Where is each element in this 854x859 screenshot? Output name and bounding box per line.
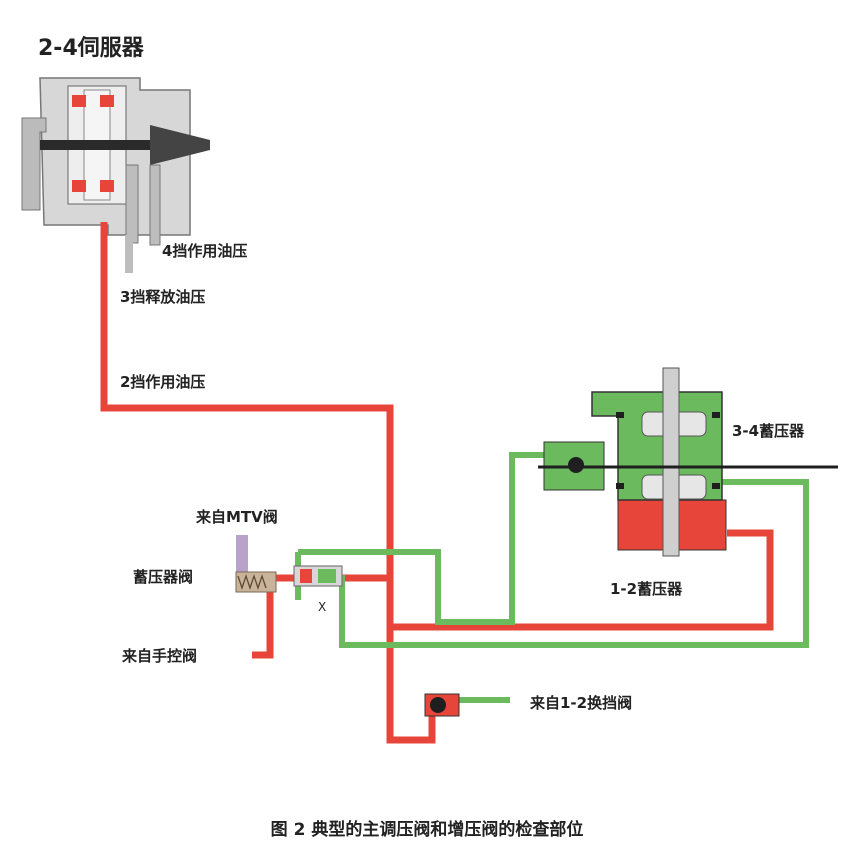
label-from-manual: 来自手控阀 bbox=[122, 647, 198, 665]
label-x-marker: X bbox=[318, 600, 327, 614]
accumulator-body bbox=[591, 367, 727, 557]
accumulator-valve bbox=[235, 535, 343, 593]
label-second-apply: 2挡作用油压 bbox=[120, 373, 206, 391]
check-ball-lower bbox=[424, 693, 460, 717]
figure-caption: 图 2 典型的主调压阀和增压阀的检查部位 bbox=[270, 820, 584, 840]
label-fourth-apply: 4挡作用油压 bbox=[162, 242, 248, 260]
servo-2-4 bbox=[21, 77, 210, 273]
servo-title: 2-4伺服器 bbox=[38, 36, 144, 61]
red-oil-lines bbox=[100, 222, 774, 744]
label-from-mtv: 来自MTV阀 bbox=[196, 508, 278, 526]
label-accumulator-34: 3-4蓄压器 bbox=[732, 422, 805, 440]
label-accumulator-12: 1-2蓄压器 bbox=[610, 580, 683, 598]
label-third-release: 3挡释放油压 bbox=[120, 288, 206, 306]
label-accumulator-valve: 蓄压器阀 bbox=[133, 568, 194, 586]
label-from-12-shift: 来自1-2换挡阀 bbox=[530, 694, 633, 712]
